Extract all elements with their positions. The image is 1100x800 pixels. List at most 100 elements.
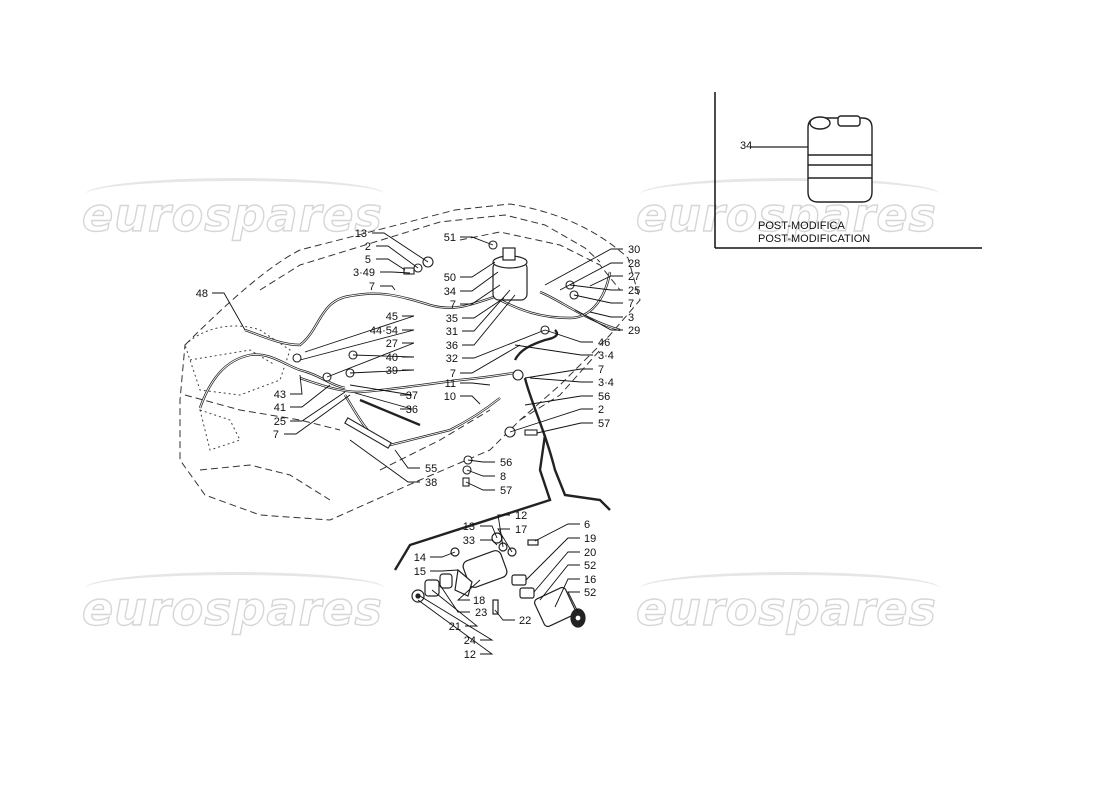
callout-leader-line (284, 394, 351, 435)
callout-label: 3·49 (353, 267, 375, 279)
callout-leader-line (460, 271, 499, 292)
callout-leader-line (456, 579, 481, 601)
callout-leader-line (574, 309, 623, 331)
callout-label: 45 (386, 311, 398, 323)
callout-label: 39 (386, 365, 398, 377)
watermark-text: eurospares (635, 581, 937, 636)
callout-label: 31 (446, 326, 458, 338)
callout-label: 7 (450, 368, 456, 380)
callout-leader-line (539, 564, 580, 601)
callout-leader-line (514, 344, 593, 356)
callout-leader-line (462, 297, 505, 319)
callout-leader-line (460, 344, 521, 374)
callout-leader-line (589, 275, 623, 287)
watermark-text: eurospares (635, 187, 937, 242)
callout-leader-line (380, 285, 396, 291)
callout-leader-line (529, 377, 593, 383)
callout-leader-line (394, 449, 420, 469)
callout-label: 32 (446, 353, 458, 365)
callout-leader-line (573, 294, 623, 304)
callout-label: 52 (584, 560, 596, 572)
callout-leader-line (290, 374, 303, 395)
callout-label: 23 (475, 607, 487, 619)
callout-leader-line (354, 392, 413, 410)
pipe-fittings (292, 240, 579, 487)
callout-leader-line (589, 311, 623, 318)
callout-leader-line (430, 551, 456, 558)
callout-leader-line (524, 395, 593, 406)
callout-label: 35 (446, 313, 458, 325)
callout-label: 7 (369, 281, 375, 293)
callout-label: 3·4 (598, 377, 614, 389)
callout-leader-line (467, 459, 495, 463)
callout-label: 6 (584, 519, 590, 531)
callout-label: 3 (628, 312, 634, 324)
callout-label: 8 (500, 471, 506, 483)
callout-label: 55 (425, 463, 437, 475)
callout-leader-line (559, 262, 623, 291)
callout-label: 18 (473, 595, 485, 607)
callout-leader-line (534, 523, 580, 542)
callout-label: 5 (365, 254, 371, 266)
callout-label: 16 (584, 574, 596, 586)
callout-label: 20 (584, 547, 596, 559)
callout-label: 12 (515, 510, 527, 522)
callout-label: 28 (628, 258, 640, 270)
callout-label: 2 (598, 404, 604, 416)
callout-label: 7 (598, 364, 604, 376)
callout-leader-line (349, 384, 413, 396)
callout-label: 41 (274, 402, 286, 414)
callout-leader-line (290, 384, 331, 408)
callout-leader-line (372, 232, 429, 263)
callout-label: 19 (584, 533, 596, 545)
callout-label: 14 (414, 552, 426, 564)
callout-label: 25 (628, 285, 640, 297)
callout-leader-line (304, 315, 415, 353)
callout-label: 11 (445, 378, 456, 390)
callout-label: 27 (386, 338, 398, 350)
callout-leader-line (460, 395, 481, 405)
callout-label: 46 (598, 337, 610, 349)
inset-part-number: 34 (740, 140, 753, 152)
callout-leader-line (544, 329, 593, 343)
watermark-swoosh (85, 572, 385, 605)
callout-label: 37 (406, 390, 418, 402)
callout-leader-line (349, 369, 415, 374)
callout-leader-line (462, 294, 516, 346)
callout-leader-line (430, 569, 459, 572)
callout-leader-line (299, 329, 415, 361)
watermark-text: eurospares (81, 187, 383, 242)
carbon-canister (492, 247, 528, 301)
callout-label: 10 (444, 391, 456, 403)
callout-leader-line (533, 551, 580, 593)
callout-label: 7 (273, 429, 279, 441)
callout-leader-line (544, 248, 623, 286)
callout-leader-line (352, 354, 415, 358)
callout-label: 34 (444, 286, 456, 298)
watermark-swoosh (640, 178, 940, 211)
engine-bay-outline (184, 325, 291, 451)
callout-label: 44·54 (370, 325, 398, 337)
callout-label: 43 (274, 389, 286, 401)
callout-leader-line (380, 271, 411, 274)
callout-label: 33 (463, 535, 475, 547)
callout-leader-line (494, 609, 515, 621)
callout-leader-line (567, 591, 580, 613)
callout-leader-line (465, 481, 495, 491)
callout-label: 51 (444, 232, 456, 244)
callout-leader-line (439, 584, 470, 613)
callout-label: 36 (406, 404, 418, 416)
callout-leader-line (554, 578, 580, 608)
callout-label: 57 (598, 418, 610, 430)
callout-label: 52 (584, 587, 596, 599)
callout-leader-line (376, 245, 419, 269)
callout-leader-line (212, 292, 246, 331)
callout-leader-line (462, 289, 511, 332)
callout-leader-line (460, 382, 491, 386)
callout-leader-line (569, 284, 623, 291)
callout-label: 56 (500, 457, 512, 469)
watermark-swoosh (640, 572, 940, 605)
callout-label: 56 (598, 391, 610, 403)
callout-leader-line (524, 368, 593, 379)
